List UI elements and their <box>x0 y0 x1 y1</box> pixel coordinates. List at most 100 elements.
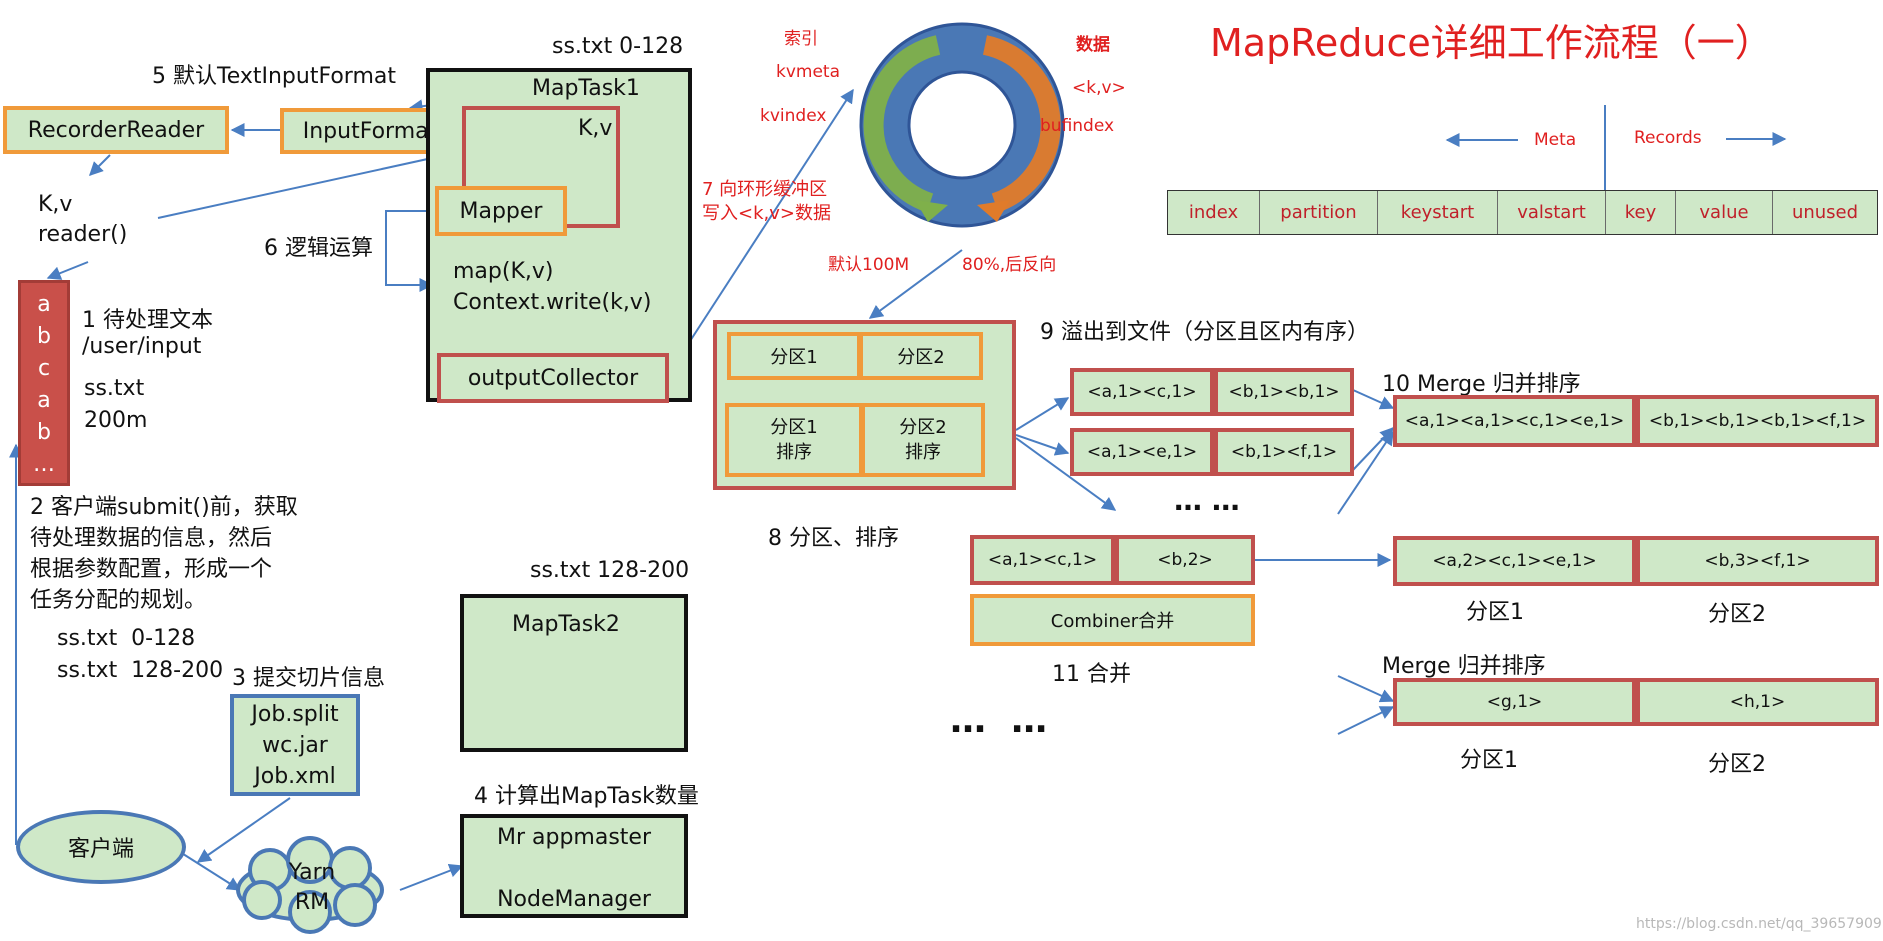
arrow-merge2-1 <box>1337 675 1395 703</box>
client-label: 客户端 <box>67 837 134 862</box>
combine-cell-1: <a,1><c,1> <box>970 535 1115 585</box>
records-label: Records <box>1634 128 1702 148</box>
step11-label: 11 合并 <box>1052 662 1131 687</box>
meta-records-table: index partition keystart valstart key va… <box>1167 190 1878 235</box>
spill-1-cell-1: <a,1><c,1> <box>1070 368 1214 416</box>
merge2-label: Merge 归并排序 <box>1382 654 1546 679</box>
arrow-ring-partition <box>868 249 963 319</box>
merge2-p2: 分区2 <box>1708 752 1766 777</box>
input-file-char: a <box>37 388 51 413</box>
arrow-spill-3 <box>1015 437 1117 511</box>
cell-partition: partition <box>1260 191 1378 234</box>
merge-cell-1: <a,1><a,1><c,1><e,1> <box>1393 395 1636 447</box>
spill-2-cell-2: <b,1><f,1> <box>1214 428 1354 476</box>
yarn-rm-label: Yarn RM <box>288 860 336 915</box>
recorder-reader-box: RecorderReader <box>3 106 229 154</box>
combine-result-p2: 分区2 <box>1708 602 1766 627</box>
input-file-char: … <box>33 452 55 477</box>
input-file-size: 200m <box>84 408 148 433</box>
cell-index: index <box>1168 191 1260 234</box>
input-file-char: a <box>37 292 51 317</box>
partition-1: 分区1 <box>727 332 861 380</box>
kv-reader-label: K,v reader() <box>38 192 128 247</box>
ring-kv: <k,v> <box>1072 78 1126 98</box>
input-file-char: b <box>37 420 51 445</box>
client-ellipse: 客户端 <box>16 810 186 884</box>
ring-bufindex: bufindex <box>1040 116 1115 136</box>
maptask1-kv: K,v <box>578 116 613 141</box>
ring-kvindex: kvindex <box>760 106 827 126</box>
maptask2-range: ss.txt 128-200 <box>530 558 690 583</box>
merge2-p1: 分区1 <box>1460 748 1518 773</box>
ring-meta-arrow <box>863 35 941 213</box>
step10-label: 10 Merge 归并排序 <box>1382 372 1581 397</box>
maptask1-range: ss.txt 0-128 <box>552 34 684 59</box>
partition-2: 分区2 <box>859 332 983 380</box>
arrow-recorder-kv <box>89 154 111 176</box>
step4-label: 4 计算出MapTask数量 <box>474 784 699 809</box>
split-files-box: Job.split wc.jar Job.xml <box>230 694 360 796</box>
step6-label: 6 逻辑运算 <box>264 236 373 261</box>
partition-1-sort: 分区1 排序 <box>725 403 863 477</box>
cell-unused: unused <box>1773 191 1877 234</box>
combine-result-1: <a,2><c,1><e,1> <box>1393 536 1636 586</box>
meta-label: Meta <box>1534 130 1577 150</box>
bottom-ellipsis: … … <box>950 700 1048 741</box>
merge2-row: <g,1> <h,1> <box>1393 678 1879 726</box>
page-title: MapReduce详细工作流程（一） <box>1210 21 1773 65</box>
step3-label: 3 提交切片信息 <box>232 666 385 691</box>
split-1: ss.txt 0-128 <box>57 626 196 651</box>
ring-kvmeta: kvmeta <box>776 62 841 82</box>
arrow-spill-1 <box>1015 397 1070 431</box>
cell-value: value <box>1676 191 1773 234</box>
output-collector-box: outputCollector <box>437 353 669 403</box>
appmaster-box: Mr appmaster NodeManager <box>460 814 688 918</box>
arrow-output-ring <box>667 88 854 376</box>
input-path: /user/input <box>82 334 202 359</box>
combine-result-2: <b,3><f,1> <box>1636 536 1879 586</box>
arrow-spill-2 <box>1015 434 1070 456</box>
ring-reverse: 80%,后反向 <box>962 255 1057 275</box>
combiner-box: Combiner合并 <box>970 594 1255 646</box>
ring-data-arrow <box>982 35 1061 213</box>
arrow-client-yarn <box>179 851 242 891</box>
merge-row: <a,1><a,1><c,1><e,1> <b,1><b,1><b,1><f,1… <box>1393 395 1879 447</box>
watermark: https://blog.csdn.net/qq_39657909 <box>1636 916 1882 932</box>
merge2-cell-2: <h,1> <box>1636 678 1879 726</box>
spill-2-cell-1: <a,1><e,1> <box>1070 428 1214 476</box>
arrow-split-client <box>196 797 291 863</box>
cell-keystart: keystart <box>1378 191 1498 234</box>
cell-valstart: valstart <box>1498 191 1606 234</box>
step8-label: 8 分区、排序 <box>768 526 899 551</box>
map-code: map(K,v) Context.write(k,v) <box>453 259 652 315</box>
arrow-merge-2 <box>1352 426 1394 471</box>
combine-result-p1: 分区1 <box>1466 600 1524 625</box>
arrow-reader-file <box>46 261 89 280</box>
arrow-mapper-map <box>385 210 435 292</box>
ring-buffer <box>859 22 1065 228</box>
ring-default-size: 默认100M <box>828 255 910 275</box>
maptask1-name: MapTask1 <box>532 76 640 101</box>
yarn-cloud <box>236 836 384 934</box>
maptask2-name: MapTask2 <box>512 612 620 637</box>
input-file-char: b <box>37 324 51 349</box>
partition-2-sort: 分区2 排序 <box>861 403 985 477</box>
mapper-box: Mapper <box>435 186 567 236</box>
combine-result-row: <a,2><c,1><e,1> <b,3><f,1> <box>1393 536 1879 586</box>
arrow-merge-3 <box>1337 430 1394 515</box>
step5-label: 5 默认TextInputFormat <box>152 64 396 89</box>
spill-1-cell-2: <b,1><b,1> <box>1214 368 1354 416</box>
merge2-cell-1: <g,1> <box>1393 678 1636 726</box>
input-file-char: c <box>37 356 51 381</box>
spill-ellipsis: … … <box>1174 484 1240 517</box>
combine-cell-2: <b,2> <box>1115 535 1255 585</box>
merge-cell-2: <b,1><b,1><b,1><f,1> <box>1636 395 1879 447</box>
arrow-merge2-2 <box>1337 706 1395 735</box>
step2-text: 2 客户端submit()前，获取 待处理数据的信息，然后 根据参数配置，形成一… <box>30 495 298 613</box>
arrow-yarn-appmaster <box>399 864 464 891</box>
ring-index-label: 索引 <box>784 29 818 49</box>
maptask2-container <box>460 594 688 752</box>
input-file-name: ss.txt <box>84 376 145 401</box>
